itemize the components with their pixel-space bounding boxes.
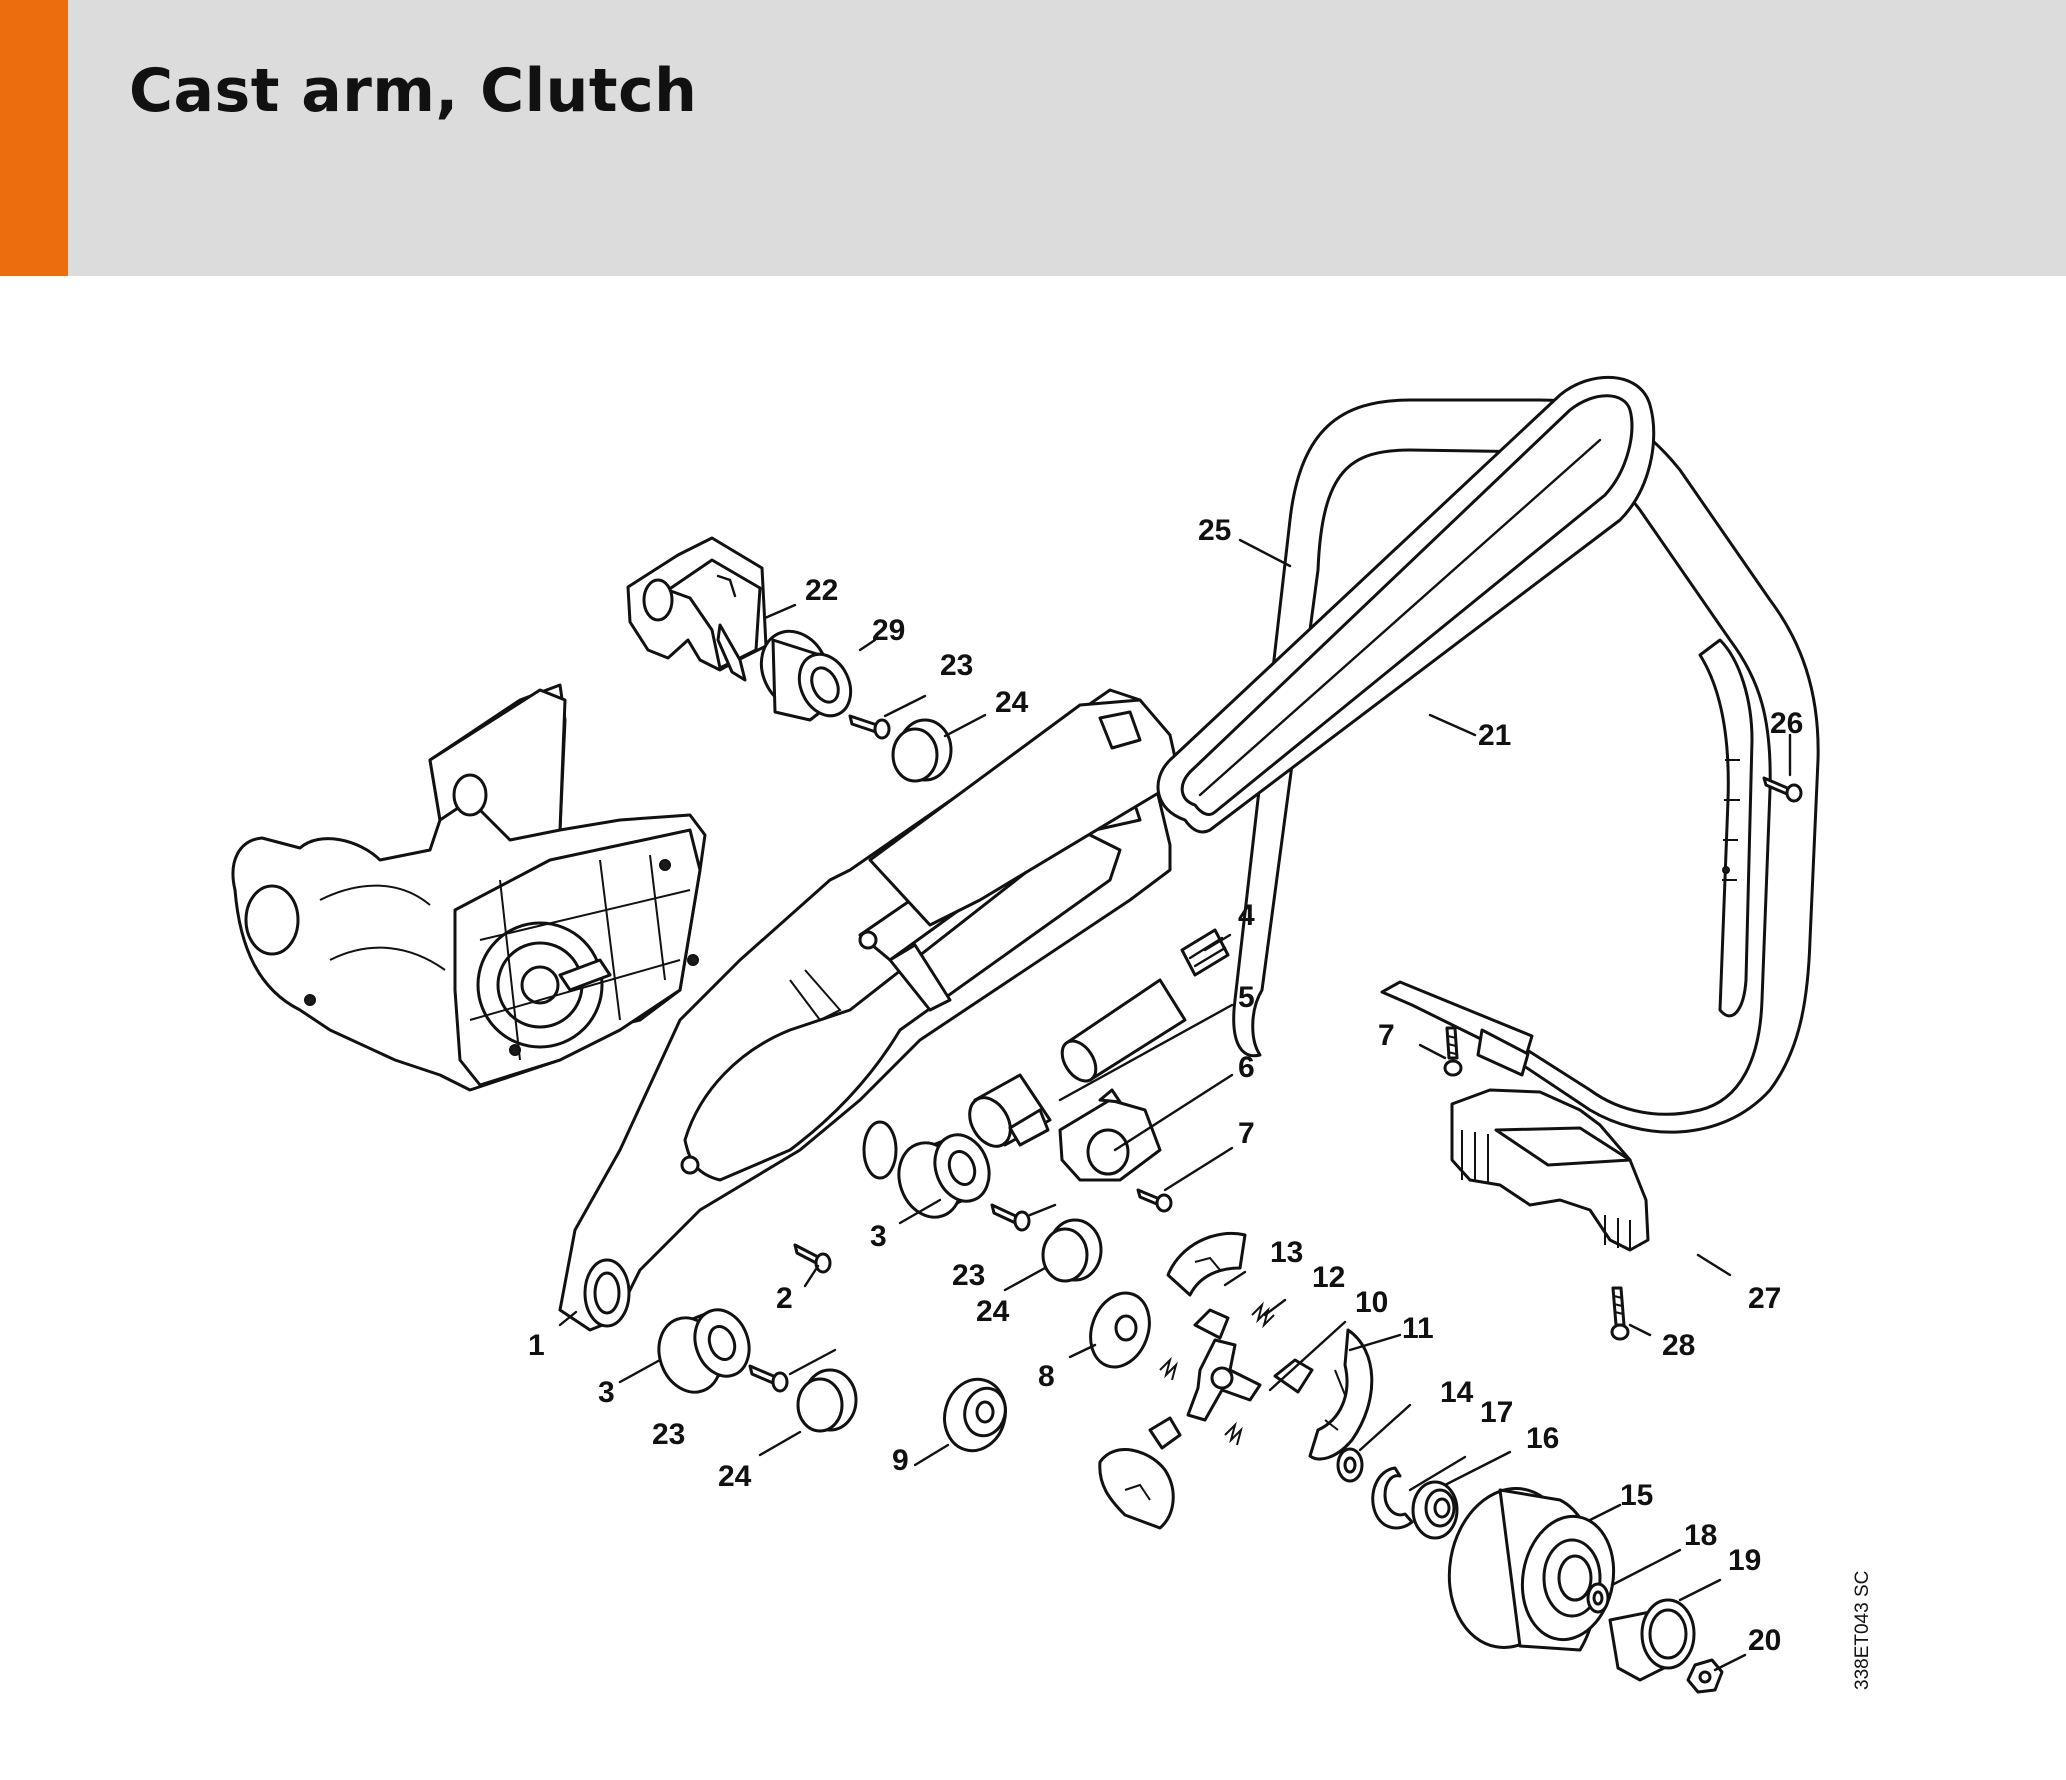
part-9-washer (943, 1377, 1007, 1453)
part-8-washer (1089, 1291, 1151, 1369)
callout-23-top: 23 (940, 649, 973, 682)
crankcase-assembly (231, 683, 707, 1092)
callout-19: 19 (1728, 1544, 1761, 1577)
callout-21: 21 (1478, 719, 1511, 752)
callout-14: 14 (1440, 1376, 1474, 1409)
callout-24-top: 24 (995, 686, 1029, 719)
part-7-screw-housing (1136, 1188, 1173, 1213)
part-18-washer (1586, 1582, 1610, 1614)
callout-15: 15 (1620, 1479, 1653, 1512)
part-clutch-shoe-lower (1098, 1448, 1175, 1530)
callout-7-housing: 7 (1238, 1117, 1255, 1150)
callout-24-middle: 24 (976, 1295, 1010, 1328)
part-2-screw (793, 1243, 832, 1274)
part-23-screw-bottom (748, 1364, 789, 1393)
part-7-screw-guard (1443, 1026, 1463, 1077)
part-24-cap-middle (1041, 1218, 1103, 1283)
callout-18: 18 (1684, 1519, 1717, 1552)
callout-27: 27 (1748, 1282, 1781, 1315)
part-16-bearing (1411, 1480, 1459, 1540)
callout-9: 9 (892, 1444, 909, 1477)
part-10-carrier (1148, 1338, 1314, 1450)
callout-3-bottom: 3 (598, 1376, 615, 1409)
callout-6: 6 (1238, 1051, 1255, 1084)
part-29-bushing (759, 629, 853, 722)
callout-23-bottom: 23 (652, 1418, 685, 1451)
part-26-screw (1762, 776, 1803, 803)
part-11-clutch-shoe (1308, 1328, 1374, 1461)
callout-5: 5 (1238, 981, 1255, 1014)
callout-17: 17 (1480, 1396, 1513, 1429)
part-13-clutch-shoe (1166, 1231, 1247, 1340)
part-22-bracket (626, 536, 768, 682)
callout-2: 2 (776, 1282, 793, 1315)
callout-12: 12 (1312, 1261, 1345, 1294)
callout-11: 11 (1402, 1312, 1434, 1345)
part-3-bushing-middle (897, 1133, 991, 1219)
page-title: Cast arm, Clutch (129, 56, 698, 126)
callout-3-middle: 3 (870, 1220, 887, 1253)
part-23-screw-top (848, 714, 891, 740)
part-14-washer (1336, 1447, 1364, 1483)
part-19-sleeve (1608, 1598, 1696, 1682)
exploded-parts-diagram: 1 2 3 3 4 5 6 7 7 8 9 10 11 12 13 14 15 … (0, 276, 2066, 1780)
part-6-housing (1058, 1088, 1162, 1182)
callout-4: 4 (1238, 899, 1255, 932)
callout-26: 26 (1770, 707, 1803, 740)
part-3-bushing-bottom (657, 1308, 751, 1394)
callout-20: 20 (1748, 1624, 1781, 1657)
callout-7-guard: 7 (1378, 1019, 1395, 1052)
part-27-support (1450, 1088, 1650, 1252)
callout-13: 13 (1270, 1236, 1303, 1269)
callout-23-middle: 23 (952, 1259, 985, 1292)
part-20-nut (1686, 1658, 1724, 1694)
part-4-tensioner (1060, 928, 1230, 1083)
part-21-v-belt (1156, 375, 1656, 834)
callout-25: 25 (1198, 514, 1231, 547)
callout-labels: 1 2 3 3 4 5 6 7 7 8 9 10 11 12 13 14 15 … (528, 514, 1873, 1690)
reference-code: 338ET043 SC (1852, 1571, 1873, 1690)
part-5-nut (968, 1073, 1052, 1148)
part-23-screw-middle (990, 1203, 1031, 1232)
header-bar: Cast arm, Clutch (0, 0, 2066, 276)
callout-8: 8 (1038, 1360, 1055, 1393)
header-accent-stripe (0, 0, 68, 276)
callout-28: 28 (1662, 1329, 1695, 1362)
callout-1: 1 (528, 1329, 545, 1362)
part-24-cap-top (891, 718, 953, 783)
guard-mounting-bracket (1380, 980, 1534, 1077)
callout-16: 16 (1526, 1422, 1559, 1455)
callout-29: 29 (872, 614, 905, 647)
part-12-spring (1159, 1301, 1275, 1446)
leader-lines (558, 538, 1792, 1672)
callout-22: 22 (805, 574, 838, 607)
part-15-clutch-drum (1447, 1487, 1616, 1652)
part-17-circlip (1371, 1466, 1414, 1530)
part-24-cap-bottom (796, 1368, 858, 1433)
callout-24-bottom: 24 (718, 1460, 752, 1493)
part-28-screw (1610, 1286, 1630, 1341)
callout-10: 10 (1355, 1286, 1388, 1319)
